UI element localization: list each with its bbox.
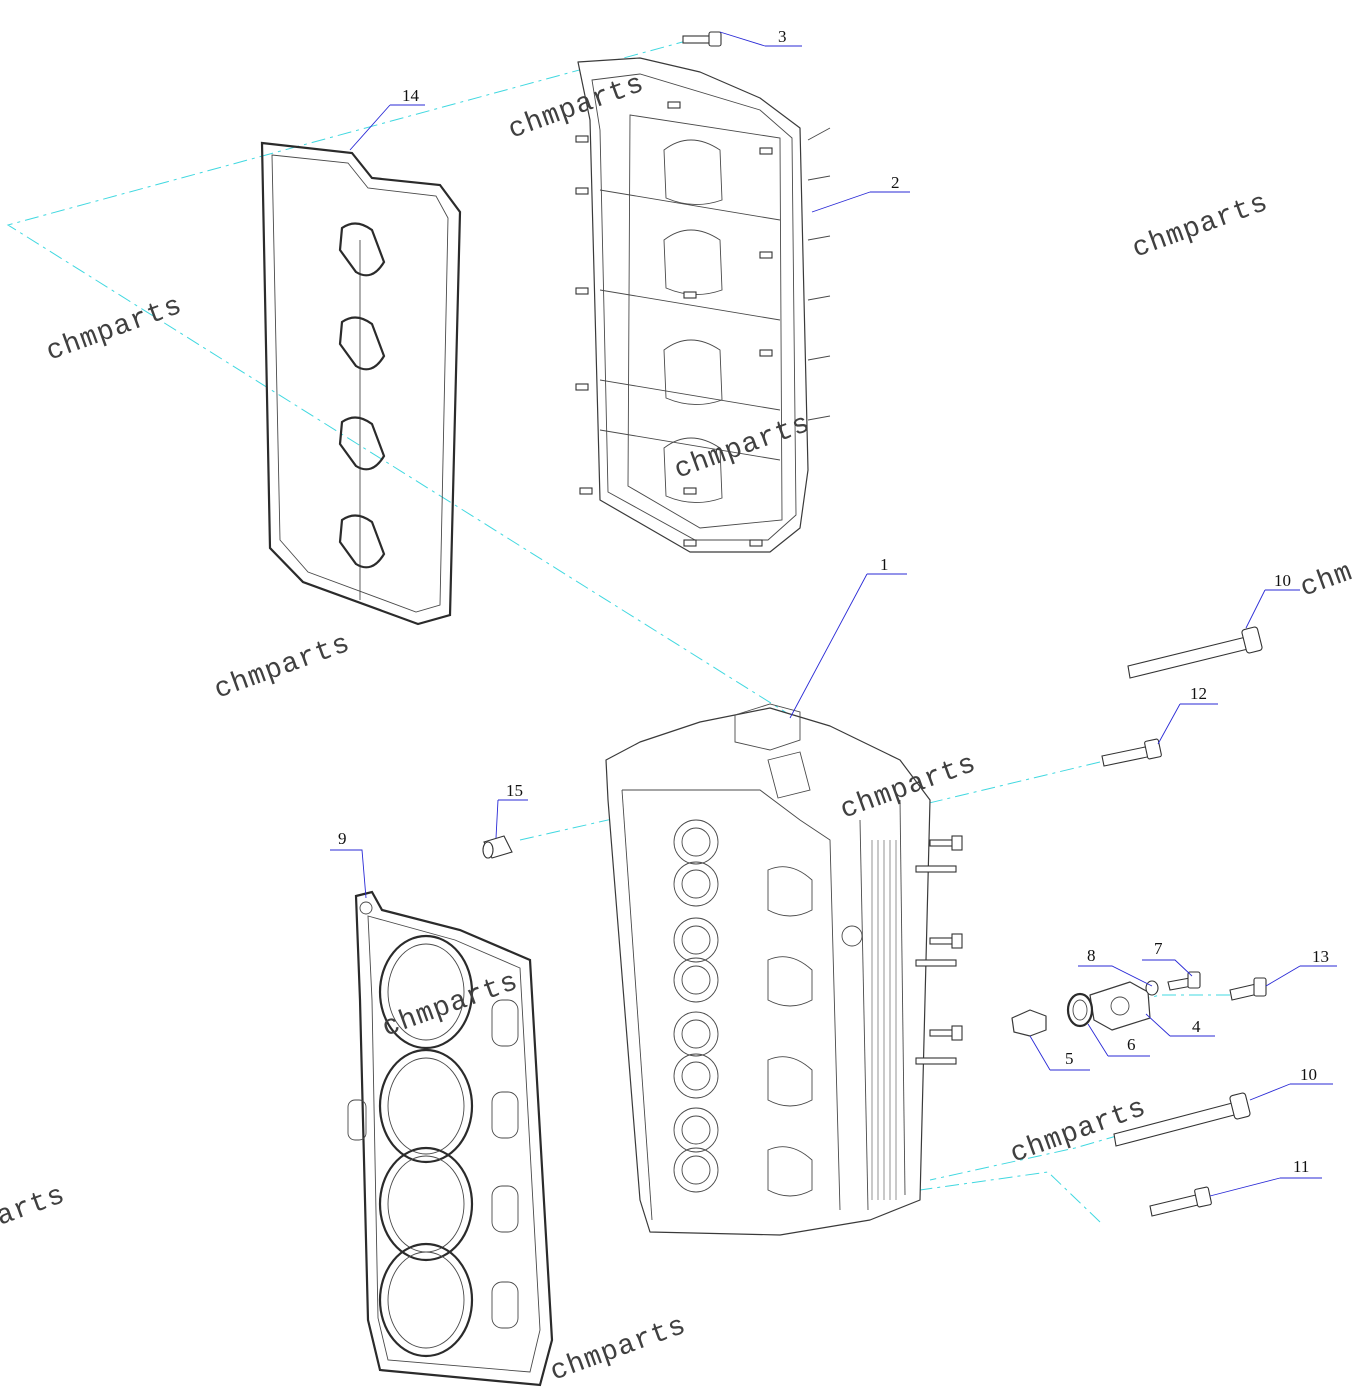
callout-13: 13: [1312, 947, 1329, 966]
thermostat-cover-4: [1089, 981, 1151, 1031]
callout-15: 15: [506, 781, 523, 800]
sensor-5: [1011, 1009, 1047, 1037]
bolt-11: [1149, 1186, 1212, 1217]
watermark-partial-right: chm: [1296, 557, 1355, 604]
watermark-partial-left: arts: [0, 1180, 70, 1233]
watermark-2: chmparts: [42, 291, 186, 369]
leader-lines: [330, 31, 1337, 1197]
callout-7: 7: [1154, 939, 1163, 958]
watermark-7: chmparts: [378, 967, 522, 1045]
callout-10b: 10: [1300, 1065, 1317, 1084]
callout-11: 11: [1293, 1157, 1309, 1176]
bolt-13: [1229, 977, 1267, 1001]
dowel-15: [482, 835, 513, 859]
bolt-12: [1101, 738, 1162, 767]
bolt-3: [682, 31, 722, 47]
callout-6: 6: [1127, 1035, 1136, 1054]
callout-1: 1: [880, 555, 889, 574]
callout-12: 12: [1190, 684, 1207, 703]
callout-14: 14: [402, 86, 420, 105]
callout-3: 3: [778, 27, 787, 46]
callout-10a: 10: [1274, 571, 1291, 590]
watermark-9: chmparts: [546, 1311, 690, 1389]
cylinder-head: [605, 703, 963, 1236]
o-ring-6: [1066, 992, 1094, 1028]
watermark-5: chmparts: [210, 629, 354, 707]
valve-cover: [575, 57, 831, 553]
washer-8: [1145, 980, 1159, 996]
callout-labels: 1 2 3 4 5 6 7 8 9 10 10 11 12 13 14 15: [338, 27, 1329, 1176]
callout-8: 8: [1087, 946, 1096, 965]
callout-2: 2: [891, 173, 900, 192]
head-bolt-10-lower: [1113, 1092, 1251, 1147]
callout-5: 5: [1065, 1049, 1074, 1068]
head-bolt-10-upper: [1127, 626, 1263, 679]
callout-9: 9: [338, 829, 347, 848]
bolt-7: [1167, 971, 1201, 991]
callout-4: 4: [1192, 1017, 1201, 1036]
valve-cover-gasket: [260, 141, 462, 626]
head-gasket: [347, 890, 554, 1387]
watermark-3: chmparts: [1128, 188, 1272, 266]
